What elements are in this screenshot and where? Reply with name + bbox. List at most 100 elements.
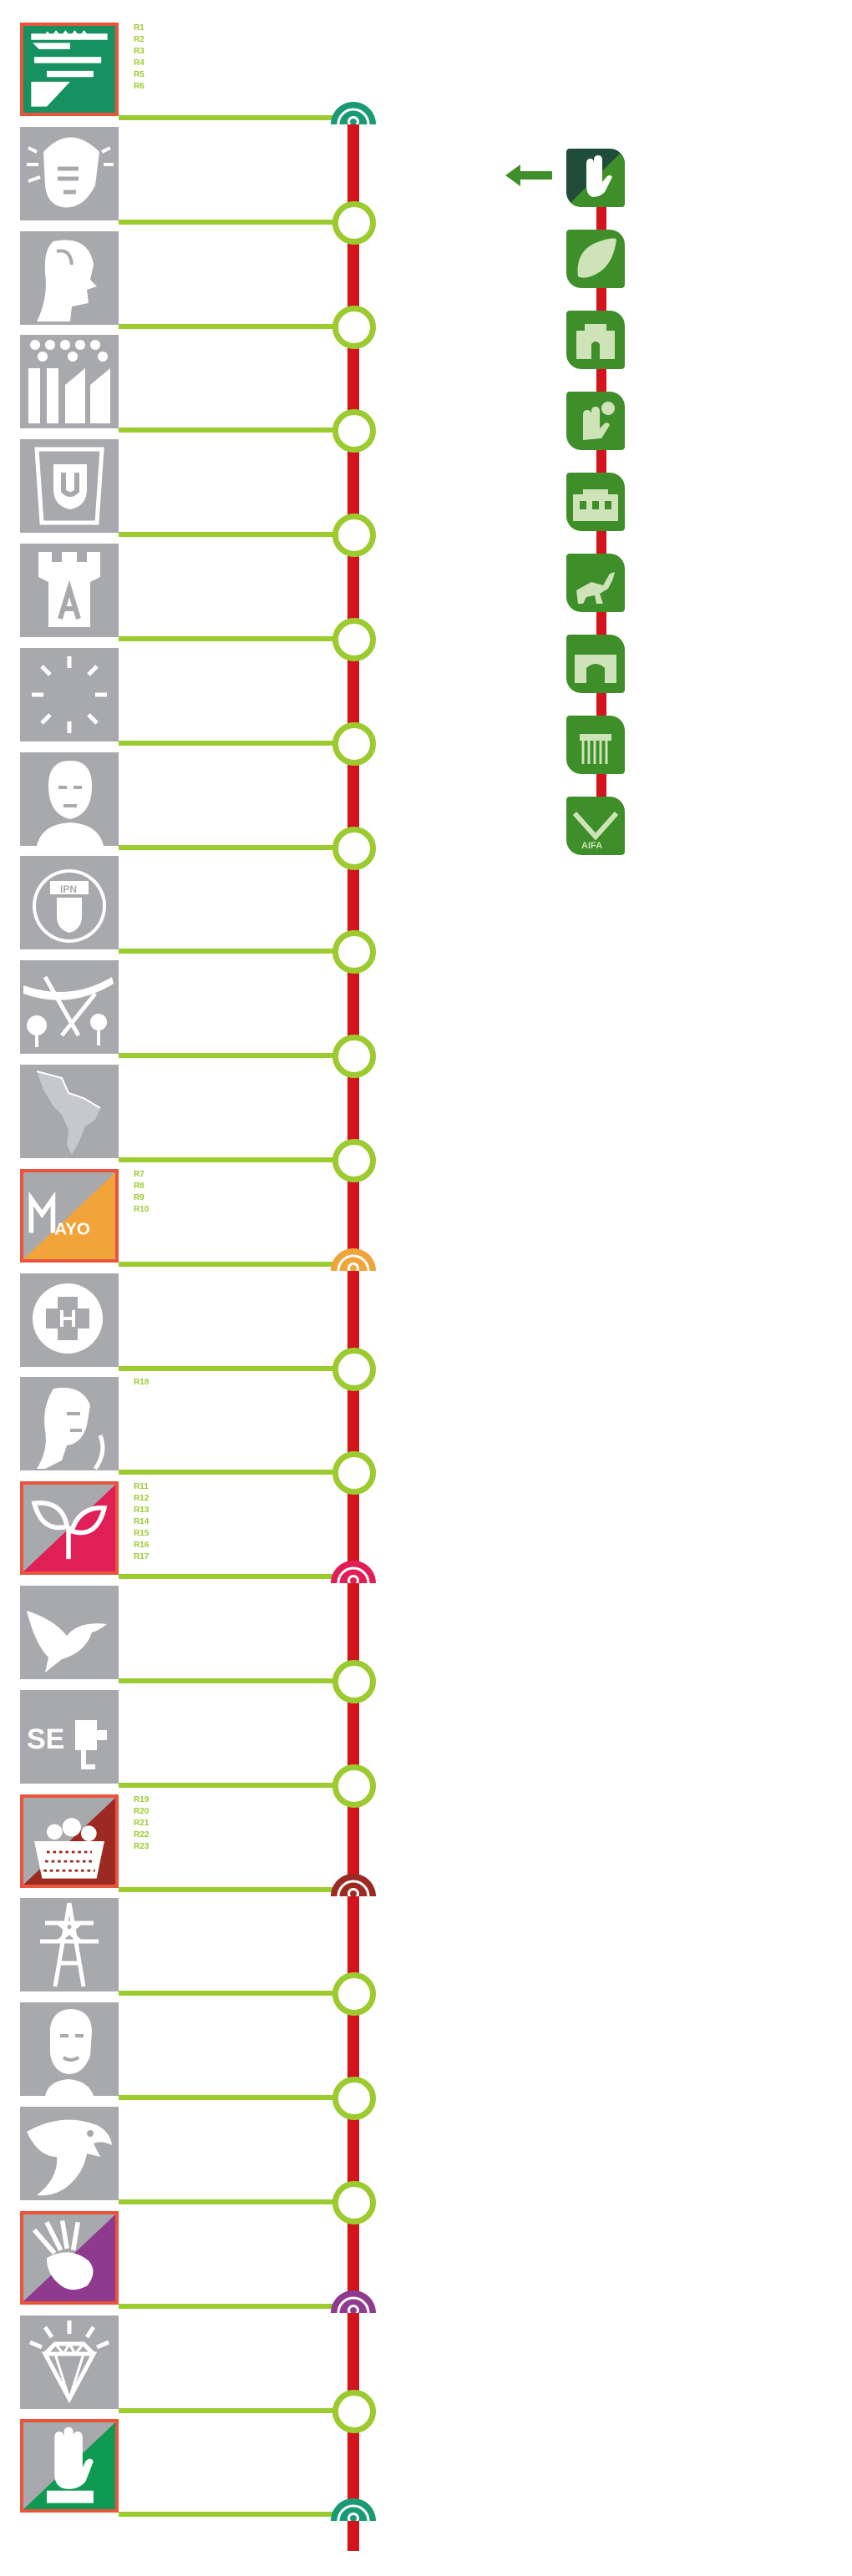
- route-label: R6: [134, 82, 145, 91]
- station-connector: [119, 2512, 349, 2517]
- transfer-station-icon[interactable]: [331, 1561, 376, 1583]
- route-label: R20: [134, 1807, 150, 1816]
- station-connector: [119, 115, 349, 120]
- station-connector: [119, 1783, 349, 1788]
- station-node[interactable]: [332, 1451, 376, 1495]
- station-node[interactable]: [332, 722, 376, 766]
- station-connector: [119, 1262, 349, 1267]
- svg-text:IPN: IPN: [60, 883, 77, 895]
- hand-logo-icon[interactable]: [566, 149, 625, 207]
- station-connector: [119, 1470, 349, 1475]
- route-label: R17: [134, 1552, 150, 1561]
- station-connector: [119, 324, 349, 329]
- profile-woman-icon: [20, 231, 119, 325]
- route-label: R12: [134, 1494, 150, 1503]
- cathedral-icon[interactable]: [566, 311, 625, 369]
- route-label: R3: [134, 47, 145, 56]
- station-connector: [119, 2095, 349, 2100]
- station-node[interactable]: [332, 1972, 376, 2016]
- station-node[interactable]: [332, 930, 376, 974]
- station-node[interactable]: [332, 201, 376, 245]
- station-node[interactable]: [332, 2181, 376, 2224]
- station-node[interactable]: [332, 306, 376, 349]
- station-connector: [119, 2199, 349, 2204]
- eagle-head-icon: [20, 2107, 119, 2200]
- station-node[interactable]: [332, 1348, 376, 1391]
- transfer-station-icon[interactable]: [331, 1874, 376, 1896]
- svg-text:AIFA: AIFA: [581, 841, 602, 851]
- station-node[interactable]: [332, 618, 376, 661]
- university-crest-icon: [20, 439, 119, 533]
- station-node[interactable]: [332, 1764, 376, 1808]
- route-label: R19: [134, 1795, 150, 1804]
- mayo-logo-icon: AYO: [20, 1169, 119, 1263]
- station-connector: [119, 949, 349, 954]
- transfer-station-icon[interactable]: [331, 2498, 376, 2521]
- station-connector: [119, 428, 349, 433]
- raised-hand-icon: [20, 2419, 119, 2513]
- transfer-station-icon[interactable]: [331, 102, 376, 124]
- station-node[interactable]: [332, 1660, 376, 1703]
- palace-icon[interactable]: [566, 473, 625, 531]
- route-label: R10: [134, 1205, 150, 1214]
- station-connector: [119, 532, 349, 537]
- station-node[interactable]: [332, 1035, 376, 1078]
- station-connector: [119, 1053, 349, 1058]
- route-label: R21: [134, 1819, 150, 1828]
- transfer-station-icon[interactable]: [331, 2290, 376, 2313]
- station-connector: [119, 1991, 349, 1996]
- route-label: R2: [134, 35, 145, 44]
- sun-moon-icon: [20, 648, 119, 741]
- trees-road-icon: [20, 960, 119, 1054]
- aifa-logo-icon[interactable]: AIFA: [566, 797, 625, 855]
- route-label: R23: [134, 1842, 150, 1851]
- station-connector: [119, 741, 349, 746]
- svg-text:AYO: AYO: [54, 1219, 90, 1238]
- station-connector: [119, 1678, 349, 1683]
- industry-icon: [20, 335, 119, 428]
- station-node[interactable]: [332, 2390, 376, 2433]
- basket-icon: [20, 1794, 119, 1888]
- station-node[interactable]: [332, 827, 376, 870]
- route-label: R8: [134, 1182, 145, 1191]
- route-label: R7: [134, 1170, 145, 1179]
- running-deer-icon[interactable]: [566, 554, 625, 612]
- comb-icon[interactable]: [566, 716, 625, 774]
- station-connector: [119, 1366, 349, 1371]
- hospital-cross-icon: [20, 1273, 119, 1367]
- station-connector: [119, 220, 349, 225]
- tower-a-icon: [20, 544, 119, 637]
- station-connector: [119, 2304, 349, 2309]
- station-node[interactable]: [332, 1139, 376, 1182]
- sep-logo-icon: SE: [20, 1690, 119, 1784]
- diamond-icon: [20, 2315, 119, 2409]
- man-bust-icon: [20, 1377, 119, 1470]
- station-node[interactable]: [332, 514, 376, 557]
- station-node[interactable]: [332, 2077, 376, 2120]
- indigenous-head-icon: [20, 127, 119, 220]
- station-connector: [119, 1887, 349, 1892]
- hand-tree-icon[interactable]: [566, 392, 625, 450]
- route-label: R18: [134, 1378, 150, 1387]
- station-connector: [119, 1574, 349, 1579]
- building-logo-icon: [20, 23, 119, 116]
- man-portrait-icon: [20, 752, 119, 846]
- station-node[interactable]: [332, 409, 376, 453]
- ipn-crest-icon: IPN: [20, 856, 119, 949]
- arch-icon[interactable]: [566, 635, 625, 693]
- route-label: R14: [134, 1517, 150, 1526]
- station-connector: [119, 2408, 349, 2413]
- transfer-station-icon[interactable]: [331, 1248, 376, 1271]
- leaves-logo-icon: [20, 1481, 119, 1575]
- leaf-icon[interactable]: [566, 230, 625, 288]
- latin-america-map-icon: [20, 1065, 119, 1158]
- station-connector: [119, 636, 349, 641]
- power-tower-icon: [20, 1898, 119, 1991]
- feather-headdress-icon: [20, 2211, 119, 2305]
- route-label: R13: [134, 1506, 150, 1515]
- dove-icon: [20, 1586, 119, 1679]
- elder-portrait-icon: [20, 2002, 119, 2096]
